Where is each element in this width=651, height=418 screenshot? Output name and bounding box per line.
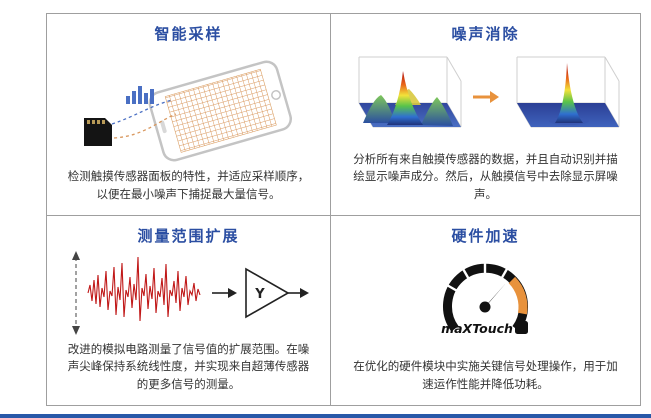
gauge-arc <box>442 264 528 332</box>
noisy-signal-trace <box>86 257 201 322</box>
noisy-surface-plot-icon <box>358 56 461 128</box>
feature-grid: 智能采样 <box>46 13 641 406</box>
panel-noise-cancellation: 噪声消除 <box>331 14 640 216</box>
sample-bars-icon <box>125 86 154 105</box>
panel-title: 硬件加速 <box>451 227 520 245</box>
signal-dashed-line <box>111 99 172 125</box>
home-button-icon <box>270 90 281 101</box>
arrow-up-icon <box>71 251 80 261</box>
panel-measurement-range: 测量范围扩展 Y 改进的模拟电路测量了信号值的扩展范围。在噪声尖峰保持系统线性度… <box>47 216 331 405</box>
clean-surface-plot-icon <box>516 56 619 128</box>
panel-description: 在优化的硬件模块中实施关键信号处理操作，用于加速运作性能并降低功耗。 <box>353 359 618 392</box>
arrow-right-icon <box>472 91 499 104</box>
amplifier-label: Y <box>254 287 265 302</box>
panel-description: 改进的模拟电路测量了信号值的扩展范围。在噪声尖峰保持系统线性度，并实现来自超薄传… <box>67 341 310 392</box>
arrow-down-icon <box>71 326 80 336</box>
phone-sensor-icon <box>83 60 292 162</box>
signal-waveform-icon: Y <box>71 251 309 336</box>
panel-title: 噪声消除 <box>451 25 520 43</box>
touch-chip-icon <box>83 118 112 147</box>
gauge-ticks <box>444 262 509 293</box>
footer-rule <box>0 414 651 418</box>
gauge-brand-label: maXTouch <box>441 321 513 336</box>
gauge-orange-segment <box>508 277 527 315</box>
gauge-illustration: maXTouch <box>331 246 640 358</box>
sensor-mesh <box>164 69 277 153</box>
gauge-hub <box>479 301 490 313</box>
amplifier-icon <box>244 267 290 319</box>
panel-hardware-acceleration: 硬件加速 maXTouch 在优化的硬件模块中 <box>331 216 640 405</box>
waveform-amplifier-illustration: Y <box>47 246 330 341</box>
panel-title: 智能采样 <box>154 25 223 43</box>
panel-description: 检测触摸传感器面板的特性，并适应采样顺序，以便在最小噪声下捕捉最大量信号。 <box>67 169 310 202</box>
panel-description: 分析所有来自触摸传感器的数据，并且自动识别并描绘显示噪声成分。然后，从触摸信号中… <box>353 151 618 202</box>
phone-sensor-illustration <box>47 44 330 168</box>
brand-logo-icon <box>514 321 528 335</box>
sense-dashed-line <box>113 113 176 139</box>
speed-gauge-icon: maXTouch <box>441 262 528 336</box>
panel-title: 测量范围扩展 <box>137 227 240 245</box>
noise-plots-illustration <box>331 44 640 151</box>
panel-smart-sampling: 智能采样 <box>47 14 331 216</box>
